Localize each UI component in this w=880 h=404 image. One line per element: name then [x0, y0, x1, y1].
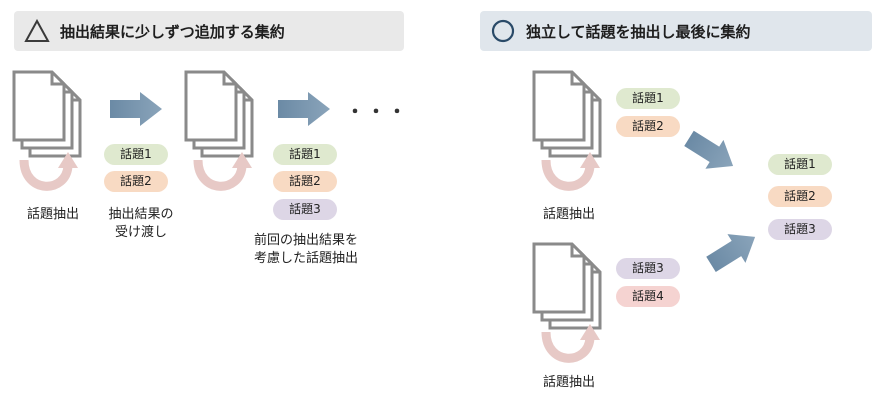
right-arrow-icon — [702, 222, 765, 279]
topic-pill: 話題2 — [104, 171, 168, 192]
topic-pill: 話題3 — [616, 258, 680, 279]
right-header-title: 独立して話題を抽出し最後に集約 — [526, 22, 751, 41]
handoff-label-line1: 抽出結果の — [108, 207, 174, 222]
consider-label-line2: 考慮した話題抽出 — [253, 251, 358, 266]
topic-pill: 話題3 — [273, 199, 337, 220]
topic-pill: 話題1 — [768, 154, 832, 175]
topic-pill: 話題2 — [768, 186, 832, 207]
consider-label-line1: 前回の抽出結果を — [253, 233, 358, 248]
extract-label: 話題抽出 — [26, 207, 79, 222]
topic-pill: 話題4 — [616, 286, 680, 307]
topic-pill: 話題1 — [616, 88, 680, 109]
document-stack-icon — [534, 244, 600, 328]
topic-pill: 話題1 — [273, 144, 337, 165]
consider-label: 前回の抽出結果を 考慮した話題抽出 — [226, 232, 386, 268]
extract-label-bottom: 話題抽出 — [542, 375, 595, 390]
right-arrow-icon — [679, 124, 743, 181]
document-stack-icon — [14, 72, 80, 156]
extract-label-top: 話題抽出 — [542, 207, 595, 222]
right-arrow-icon — [278, 92, 330, 126]
right-arrow-icon — [110, 92, 162, 126]
handoff-label: 抽出結果の 受け渡し — [86, 206, 196, 242]
topic-pill: 話題1 — [104, 144, 168, 165]
left-header: 抽出結果に少しずつ追加する集約 — [14, 11, 404, 51]
topic-pill: 話題2 — [273, 171, 337, 192]
document-stack-icon — [186, 72, 252, 156]
ellipsis: ・・・ — [346, 102, 409, 123]
left-header-title: 抽出結果に少しずつ追加する集約 — [60, 22, 285, 41]
triangle-icon — [14, 11, 60, 51]
topic-pill: 話題3 — [768, 219, 832, 240]
right-header: 独立して話題を抽出し最後に集約 — [480, 11, 872, 51]
circle-icon — [480, 11, 526, 51]
handoff-label-line2: 受け渡し — [114, 225, 167, 240]
topic-pill: 話題2 — [616, 116, 680, 137]
document-stack-icon — [534, 72, 600, 156]
